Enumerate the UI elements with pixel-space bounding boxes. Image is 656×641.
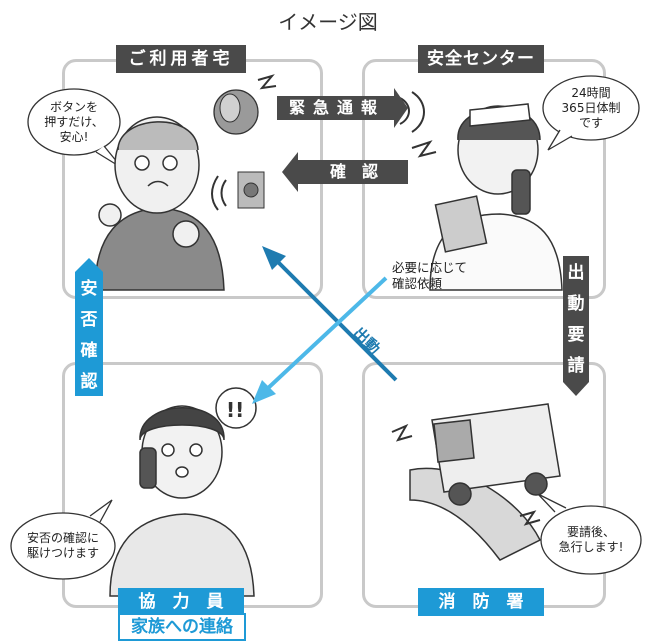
label-fire-station: 消 防 署 [418, 588, 544, 616]
confirm-label: 確 認 [329, 162, 378, 181]
svg-text:!!: !! [226, 398, 244, 422]
bubble-text-cooperator: 安否の確認に 駆けつけます [26, 531, 99, 560]
ambulance-illustration [409, 403, 561, 561]
page-title: イメージ図 [278, 10, 378, 34]
request-dispatch-label: 出動要請 [567, 263, 585, 376]
speech-bubble-fire [540, 505, 642, 575]
operator-illustration [429, 103, 563, 291]
speech-bubble-user [27, 88, 121, 156]
exclamation-icon [215, 387, 257, 429]
elderly-man-illustration [94, 116, 225, 291]
speech-bubble-cooperator [10, 512, 116, 580]
cooperator-illustration [109, 405, 255, 597]
request-dispatch-bar [563, 256, 589, 382]
speech-bubble-center [542, 75, 640, 141]
label-cooperator: 協 力 員 [118, 588, 244, 616]
safety-check-label: 安否確認 [80, 279, 98, 392]
label-safety-center: 安全センター [418, 45, 544, 73]
bubble-text-fire: 要請後、 急行します! [558, 525, 624, 554]
dispatch-arrow [274, 258, 398, 382]
request-check-arrow [264, 276, 388, 392]
label-user-home: ご利用者宅 [116, 45, 246, 73]
request-check-note: 必要に応じて 確認依頼 [392, 260, 468, 291]
emergency-call-label: 緊急通報 [288, 98, 385, 117]
safety-check-bar [75, 272, 103, 396]
confirm-arrow [282, 152, 408, 192]
bubble-text-user: ボタンを 押すだけ、 安心! [44, 100, 104, 144]
label-family-contact: 家族への連絡 [118, 613, 246, 641]
bubble-text-center: 24時間 365日体制 です [561, 86, 621, 130]
emergency-call-arrow [277, 88, 408, 128]
